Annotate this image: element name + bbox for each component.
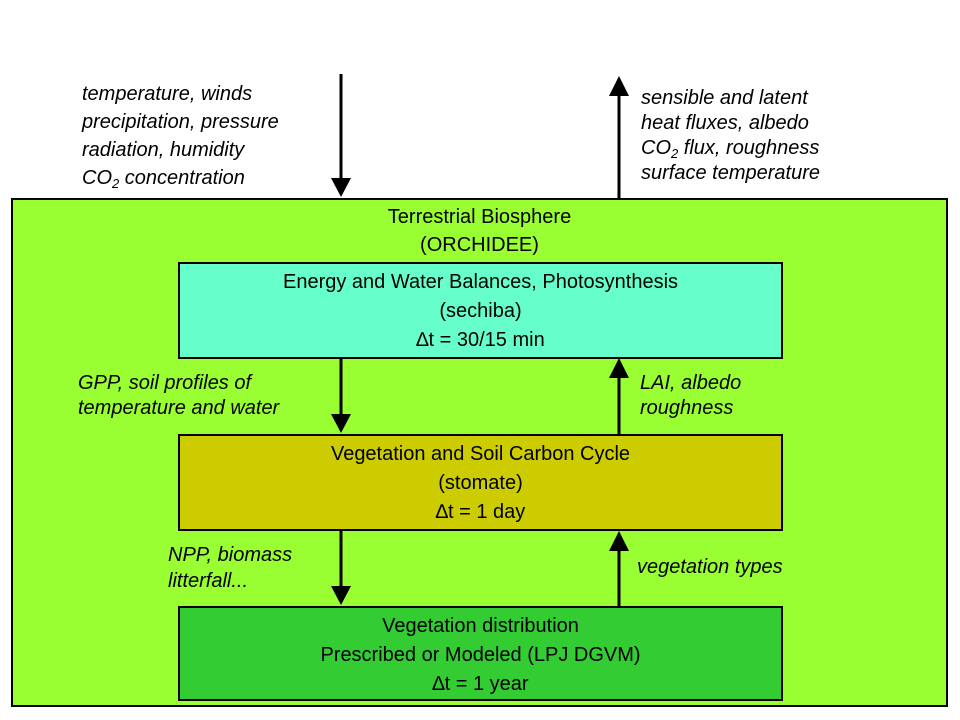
sechiba-name: (sechiba) [439,300,522,322]
stomate-to-sechiba-arrowhead [609,358,629,378]
output-line: sensible and latent [641,87,808,109]
vegetation-distribution-box: Vegetation distribution Prescribed or Mo… [178,606,783,701]
stomate-name: (stomate) [438,472,523,494]
flow-sechiba-to-stomate-label: GPP, soil profiles of temperature and wa… [78,372,280,419]
flow-stomate-to-distribution-label: NPP, biomass litterfall... [168,544,293,592]
output-co2-line: CO2 flux, roughness [641,137,820,161]
biosphere-subtitle: (ORCHIDEE) [420,234,539,256]
stomate-box: Vegetation and Soil Carbon Cycle (stomat… [178,434,783,531]
output-arrowhead [609,76,629,96]
input-line: precipitation, pressure [82,111,279,133]
input-line: radiation, humidity [82,139,245,161]
sechiba-title: Energy and Water Balances, Photosynthesi… [282,271,679,293]
distribution-timestep: ∆t = 1 year [432,673,529,695]
sechiba-to-stomate-arrowhead [331,414,351,433]
distribution-title: Vegetation distribution [382,615,579,637]
input-arrowhead [331,178,351,197]
input-co2-line: CO2 concentration [82,167,245,191]
output-line: surface temperature [641,162,820,184]
biosphere-title: Terrestrial Biosphere [387,206,572,228]
flow-distribution-to-stomate-label: vegetation types [637,556,783,578]
sechiba-box: Energy and Water Balances, Photosynthesi… [178,262,783,359]
distribution-name: Prescribed or Modeled (LPJ DGVM) [320,644,641,666]
output-line: heat fluxes, albedo [641,112,809,134]
stomate-to-distribution-arrowhead [331,586,351,605]
atmospheric-outputs-label: sensible and latent heat fluxes, albedo … [641,86,820,186]
input-line: temperature, winds [82,83,253,105]
distribution-to-stomate-arrowhead [609,531,629,551]
sechiba-timestep: ∆t = 30/15 min [416,329,545,351]
flow-stomate-to-sechiba-label: LAI, albedo roughness [640,372,742,419]
stomate-title: Vegetation and Soil Carbon Cycle [330,443,631,465]
stomate-timestep: ∆t = 1 day [435,501,526,523]
atmospheric-inputs-label: temperature, winds precipitation, pressu… [82,80,279,192]
